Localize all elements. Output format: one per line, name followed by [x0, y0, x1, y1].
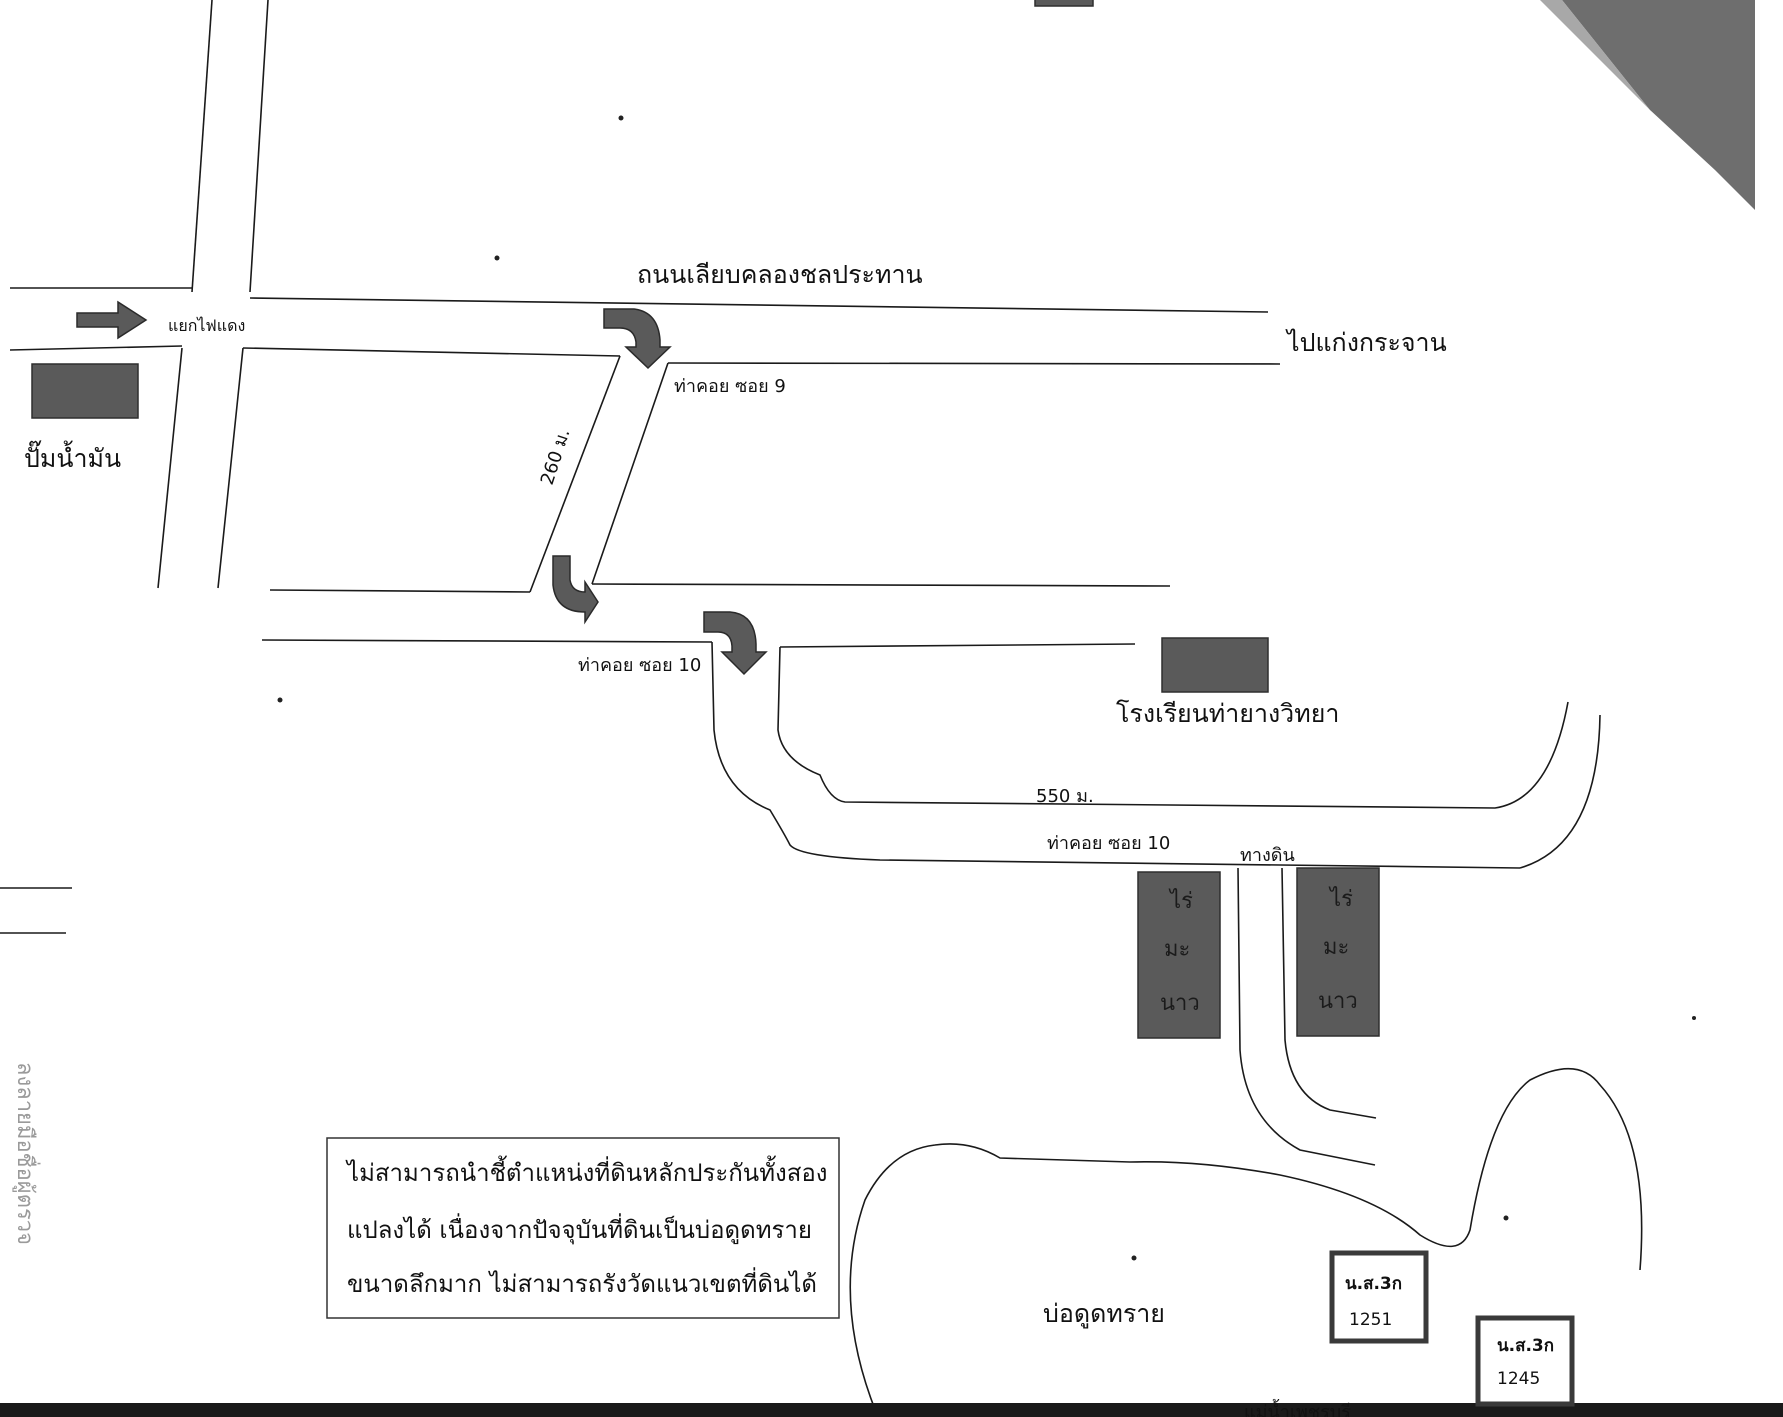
soi10-left-label: ท่าคอย ซอย 10: [578, 655, 701, 676]
soi10-lower-road: [261, 639, 1136, 648]
canal-road-label: ถนนเลียบคลองชลประทาน: [637, 260, 923, 289]
parcel-1245-type: น.ส.3ก: [1497, 1336, 1554, 1356]
gas-station-icon: [31, 363, 139, 419]
scan-shadow: [1562, 0, 1755, 210]
school-label: โรงเรียนท่ายางวิทยา: [1116, 699, 1339, 728]
school-icon: [1161, 637, 1269, 693]
scan-shadow-fade: [1540, 0, 1650, 110]
distance-260-label: 260 ม.: [537, 426, 575, 487]
note-box: ไม่สามารถนำชี้ตำแหน่งที่ดินหลักประกันทั้…: [326, 1137, 840, 1319]
parcel-1245-number: 1245: [1497, 1369, 1540, 1389]
top-edge-poi: [1034, 0, 1094, 7]
note-line-2: แปลงได้ เนื่องจากปัจจุบันที่ดินเป็นบ่อดู…: [347, 1213, 812, 1245]
traffic-light-label: แยกไฟแดง: [168, 316, 245, 335]
turn-right-icon: [552, 555, 599, 625]
bottom-cut-label: แม่น้ำเพชรบุรี: [1244, 1399, 1351, 1417]
sand-pit-label: บ่อดูดทราย: [1043, 1299, 1165, 1329]
soi10-bottom-label: ท่าคอย ซอย 10: [1047, 833, 1170, 854]
to-kaeng-krachan-label: ไปแก่งกระจาน: [1285, 328, 1447, 357]
lime-field-right-text-1: ไร่: [1328, 886, 1353, 912]
note-line-3: ขนาดลึกมาก ไม่สามารถรังวัดแนวเขตที่ดินได…: [347, 1267, 817, 1298]
lime-field-left-text-2: มะ: [1164, 937, 1190, 962]
soi10-winding-road: [711, 641, 1601, 869]
edge-signature-text: ลงลายมือชื่อผู้ตรวจ: [12, 1062, 41, 1245]
soi10-upper-road: [269, 583, 1171, 593]
scan-bottom-edge: [0, 1403, 1783, 1417]
soi9-road: [529, 355, 669, 593]
lime-field-left-icon: [1137, 871, 1221, 1039]
canal-road: [9, 287, 1281, 365]
soi9-label: ท่าคอย ซอย 9: [674, 376, 786, 397]
gas-station-label: ปั๊มน้ำมัน: [24, 440, 121, 473]
sand-pit-boundary: [849, 1067, 1643, 1417]
parcel-1251: น.ส.3ก 1251: [1329, 1250, 1429, 1344]
scan-specks: [277, 115, 1696, 1261]
turn-down-icon: [603, 308, 672, 370]
dirt-road: [1237, 867, 1377, 1166]
main-north-road: [157, 0, 269, 589]
lime-field-left-text-3: นาว: [1160, 991, 1200, 1016]
parcel-1245: น.ส.3ก 1245: [1475, 1315, 1575, 1407]
dirt-road-label: ทางดิน: [1240, 845, 1295, 866]
arrow-right-icon: [76, 300, 148, 340]
lime-field-right-text-2: มะ: [1323, 935, 1349, 960]
parcel-1251-number: 1251: [1349, 1310, 1392, 1330]
distance-550-label: 550 ม.: [1036, 786, 1094, 807]
lime-field-left-text-1: ไร่: [1168, 888, 1193, 914]
note-line-1: ไม่สามารถนำชี้ตำแหน่งที่ดินหลักประกันทั้…: [345, 1155, 828, 1187]
turn-down-icon-2: [703, 611, 768, 676]
lime-field-right-text-3: นาว: [1318, 989, 1358, 1014]
parcel-1251-type: น.ส.3ก: [1345, 1274, 1402, 1294]
lime-field-right-icon: [1296, 867, 1380, 1037]
